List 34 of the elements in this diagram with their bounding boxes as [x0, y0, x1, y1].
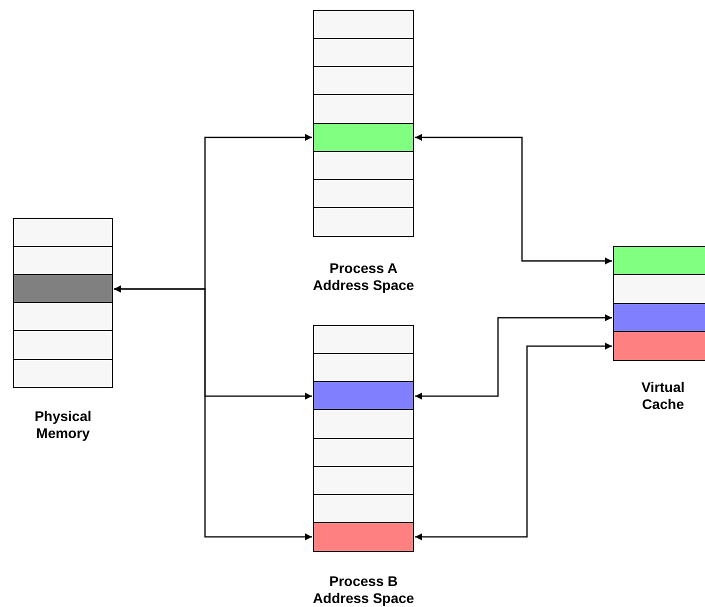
memory-cell [313, 207, 414, 237]
arrow [415, 134, 612, 264]
arrow [415, 314, 612, 400]
memory-cell [613, 302, 705, 333]
memory-cell [313, 178, 414, 209]
memory-cell [13, 246, 113, 276]
memory-cell [313, 438, 414, 468]
memory-cell [613, 274, 705, 304]
memory-cell [613, 331, 705, 362]
memory-cell [13, 358, 113, 388]
memory-cell [13, 330, 113, 360]
memory-cell [313, 150, 414, 180]
memory-cell [313, 353, 414, 383]
memory-cell [313, 325, 414, 355]
memory-cell [13, 218, 113, 248]
memory-cell [313, 466, 414, 496]
memory-cell [313, 66, 414, 96]
memory-cell [313, 494, 414, 524]
arrow [114, 285, 312, 540]
memory-cell [13, 274, 113, 304]
memory-cell [613, 246, 705, 276]
stack-label: Physical Memory [34, 408, 92, 442]
memory-cell [313, 94, 414, 124]
stack-label: Process A Address Space [312, 260, 416, 294]
memory-cell [313, 381, 414, 411]
memory-cell [313, 522, 414, 552]
stack-label: Process B Address Space [312, 573, 416, 607]
memory-cell [313, 409, 414, 440]
memory-cell [13, 302, 113, 332]
arrow [415, 342, 612, 540]
stack-label: Virtual Cache [640, 379, 686, 413]
memory-cell [313, 10, 414, 40]
memory-cell [313, 122, 414, 152]
memory-cell [313, 38, 414, 68]
